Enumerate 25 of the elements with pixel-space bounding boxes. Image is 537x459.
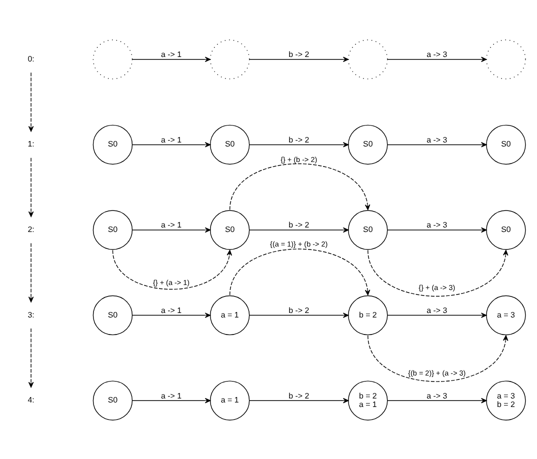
edge-label: a -> 3 bbox=[426, 220, 448, 230]
edge-label: a -> 1 bbox=[161, 50, 182, 59]
edge-label: b -> 2 bbox=[288, 390, 310, 400]
node-text: 3: bbox=[28, 310, 34, 319]
edge-label: {} + (b -> 2) bbox=[280, 154, 318, 164]
edge-label: {(a = 1)} + (b -> 2) bbox=[270, 239, 328, 248]
edge-label: a -> 1 bbox=[161, 305, 182, 314]
node-text: 2: bbox=[28, 224, 34, 234]
edge-label: b -> 2 bbox=[288, 50, 310, 59]
node-text: 1: bbox=[28, 139, 34, 148]
edge-label: a -> 1 bbox=[161, 390, 182, 400]
edge-label: b -> 2 bbox=[288, 220, 310, 230]
edge-label: a -> 3 bbox=[426, 390, 448, 400]
edge-label: a -> 3 bbox=[426, 305, 448, 314]
edge-label: {} + (a -> 3) bbox=[418, 282, 456, 292]
edge-label: a -> 3 bbox=[426, 134, 448, 144]
edge-label: b -> 2 bbox=[288, 134, 310, 144]
edge-label: a -> 1 bbox=[161, 220, 182, 230]
edge-label: {(b = 2)} + (a -> 3) bbox=[408, 368, 466, 377]
node-text: 0: bbox=[28, 54, 34, 63]
node-text: 4: bbox=[28, 395, 34, 404]
edge-label: a -> 1 bbox=[161, 134, 182, 144]
edge-label: b -> 2 bbox=[288, 305, 310, 314]
edge-label: {} + (a -> 1) bbox=[153, 277, 190, 286]
edge-label: a -> 3 bbox=[426, 50, 448, 59]
